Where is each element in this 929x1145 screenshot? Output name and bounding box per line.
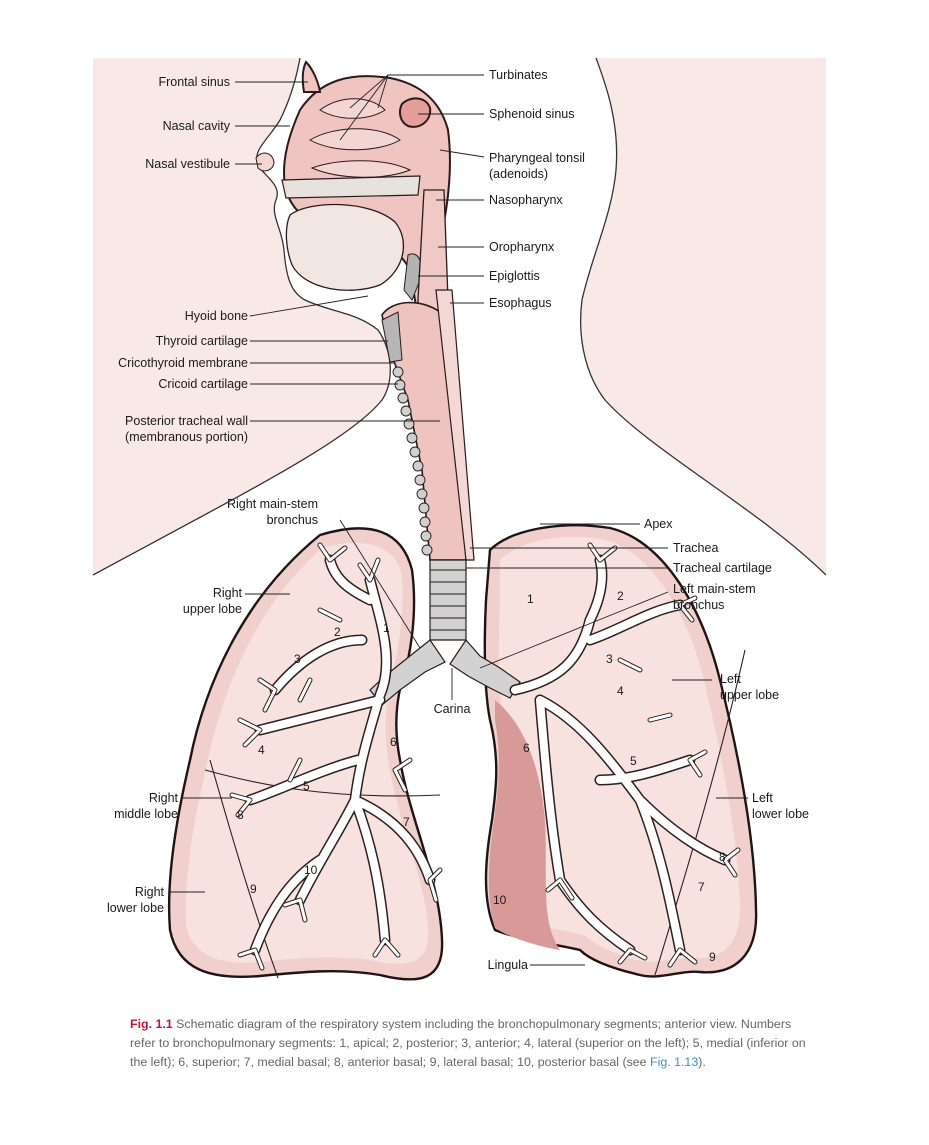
label-left-lower-lobe-1: Left [752,791,773,805]
leader-turbinates [339,74,484,141]
right-bronchial-tree [229,542,443,971]
body-silhouette [93,58,391,575]
label-epiglottis: Epiglottis [489,269,540,283]
label-right-middle-lobe-1: Right [149,791,179,805]
segment-left-3: 3 [606,652,613,666]
label-posterior-tracheal-wall-1: Posterior tracheal wall [125,414,248,428]
figure-number: Fig. 1.1 [130,1017,173,1031]
label-hyoid-bone: Hyoid bone [185,309,248,323]
segment-right-10: 10 [304,863,318,877]
label-cricoid-cartilage: Cricoid cartilage [158,377,248,391]
trachea-group [381,289,475,641]
label-right-main-stem-1: Right main-stem [227,497,318,511]
label-thyroid-cartilage: Thyroid cartilage [156,334,248,348]
label-esophagus: Esophagus [489,296,552,310]
caption-text-end: ). [698,1055,706,1069]
caption-text: Schematic diagram of the respiratory sys… [130,1017,806,1069]
tracheal-ring-lines [430,569,466,631]
face-profile-line [92,57,391,576]
leader-lines [168,74,748,966]
segment-right-3: 3 [294,652,301,666]
segment-right-2: 2 [334,625,341,639]
label-pharyngeal-tonsil-2: (adenoids) [489,167,548,181]
segment-left-6: 6 [523,741,530,755]
label-right-upper-lobe-2: upper lobe [183,602,242,616]
turbinate-shapes [309,98,412,178]
leader-right-main-stem [339,519,421,649]
segment-right-4: 4 [258,743,265,757]
tongue-shape [285,203,405,291]
segment-right-7: 7 [403,815,410,829]
frontal-sinus-shape [301,60,322,93]
label-right-upper-lobe-1: Right [213,586,243,600]
palate-shape [281,175,421,199]
label-right-lower-lobe-1: Right [135,885,165,899]
segment-left-5: 5 [630,754,637,768]
segment-left-9: 9 [709,950,716,964]
label-cricothyroid-membrane: Cricothyroid membrane [118,356,248,370]
segment-left-4: 4 [617,684,624,698]
segment-right-6: 6 [390,735,397,749]
leader-left-main-stem [479,591,669,669]
sphenoid-sinus-shape [399,97,432,128]
label-carina: Carina [434,702,471,716]
left-lung-medial-shadow [488,700,560,950]
back-neck-line [580,57,827,576]
figure-caption: Fig. 1.1 Schematic diagram of the respir… [130,1015,820,1072]
segment-left-10: 10 [493,893,507,907]
nasal-vestibule-shape [255,152,275,172]
segment-left-1: 1 [527,592,534,606]
right-twigs-fill [230,543,442,970]
label-lingula: Lingula [488,958,528,972]
label-nasal-vestibule: Nasal vestibule [145,157,230,171]
label-right-main-stem-2: bronchus [267,513,318,527]
leader-pharyngeal-tonsil [439,149,485,158]
leader-hyoid [249,295,369,317]
label-frontal-sinus: Frontal sinus [158,75,230,89]
segment-right-8: 8 [237,808,244,822]
right-airway-fill [246,556,434,954]
label-trachea: Trachea [673,541,718,555]
head-airway [255,60,451,361]
label-left-lower-lobe-2: lower lobe [752,807,809,821]
right-oblique-fissure [209,759,279,979]
segment-left-8: 8 [719,850,726,864]
right-horizontal-fissure [204,769,441,797]
left-twigs-fill [546,543,740,967]
segment-left-7: 7 [698,880,705,894]
label-left-main-stem-2: bronchus [673,598,724,612]
label-left-upper-lobe-1: Left [720,672,741,686]
label-nasal-cavity: Nasal cavity [163,119,231,133]
label-right-lower-lobe-2: lower lobe [107,901,164,915]
right-lung [167,527,444,981]
esophagus-shape [435,289,475,561]
label-nasopharynx: Nasopharynx [489,193,563,207]
label-left-main-stem-1: Left main-stem [673,582,756,596]
left-main-bronchus [449,639,521,699]
left-bronchial-tree [509,542,741,968]
left-airway-fill [511,556,729,954]
label-pharyngeal-tonsil-1: Pharyngeal tonsil [489,151,585,165]
segment-right-1: 1 [383,621,390,635]
tracheal-rings [392,366,433,556]
body-silhouette-right [470,58,826,575]
label-tracheal-cartilage: Tracheal cartilage [673,561,772,575]
label-turbinates: Turbinates [489,68,548,82]
thyroid-cartilage-shape [381,311,403,363]
label-apex: Apex [644,517,673,531]
segment-right-5: 5 [303,779,310,793]
label-posterior-tracheal-wall-2: (membranous portion) [125,430,248,444]
left-oblique-fissure [654,649,746,976]
label-oropharynx: Oropharynx [489,240,555,254]
label-sphenoid-sinus: Sphenoid sinus [489,107,574,121]
tracheal-cartilage-stack [429,559,467,641]
segment-left-2: 2 [617,589,624,603]
segment-right-9: 9 [250,882,257,896]
label-left-upper-lobe-2: upper lobe [720,688,779,702]
label-right-middle-lobe-2: middle lobe [114,807,178,821]
figure-reference-link[interactable]: Fig. 1.13 [650,1055,699,1069]
